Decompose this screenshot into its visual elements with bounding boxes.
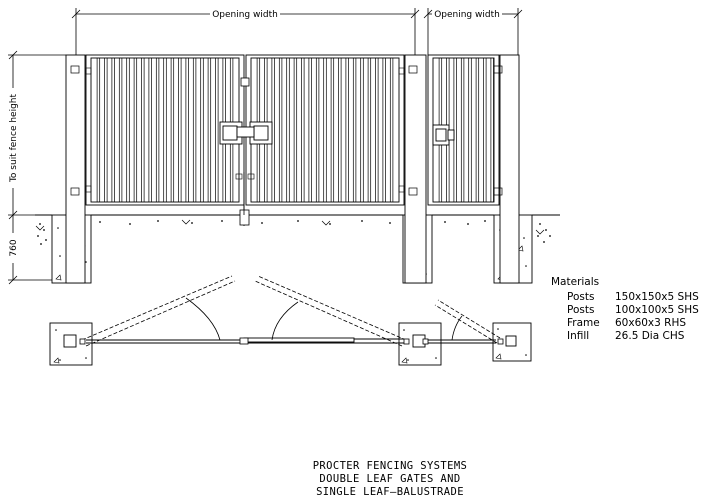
material-spec: 150x150x5 SHS [615, 291, 699, 303]
materials-table: Materials Posts 150x150x5 SHS Posts 100x… [551, 276, 699, 342]
ground-hatch [37, 220, 551, 245]
title-line-2: DOUBLE LEAF GATES AND [319, 473, 460, 485]
posts [65, 54, 520, 284]
latch-hardware [219, 121, 455, 146]
title-line-1: PROCTER FENCING SYSTEMS [313, 460, 468, 472]
plan-hardware [79, 337, 504, 345]
material-label: Posts [567, 291, 594, 303]
material-label: Posts [567, 304, 594, 316]
material-spec: 60x60x3 RHS [615, 317, 686, 329]
title-block: PROCTER FENCING SYSTEMS DOUBLE LEAF GATE… [313, 460, 468, 498]
footing-speckle [57, 227, 527, 277]
title-line-3: SINGLE LEAF—BALUSTRADE [316, 486, 464, 498]
material-label: Infill [567, 330, 589, 342]
opening-width-single-label: Opening width [434, 10, 500, 20]
material-label: Frame [567, 317, 600, 329]
material-spec: 100x100x5 SHS [615, 304, 699, 316]
plan-view [49, 322, 532, 366]
fence-height-label: To suit fence height [9, 93, 19, 183]
opening-width-double-label: Opening width [212, 10, 278, 20]
drop-bolt [239, 77, 250, 226]
top-dimensions [71, 8, 523, 60]
materials-heading: Materials [551, 276, 599, 288]
plan-swing-arcs [81, 275, 501, 347]
concrete-footings [51, 214, 533, 284]
footing-depth-label: 760 [9, 239, 19, 256]
material-spec: 26.5 Dia CHS [615, 330, 685, 342]
